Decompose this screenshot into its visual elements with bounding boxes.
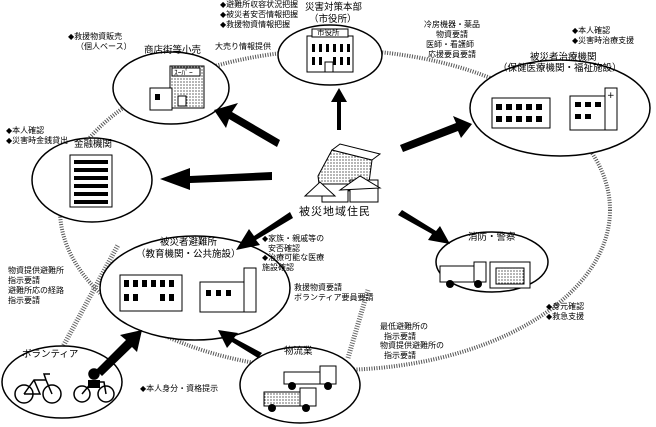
shelter-title: 被災者避難所	[160, 237, 218, 248]
logistics-note-1: 最低避難所の	[380, 322, 428, 331]
hq-subtitle: （市役所）	[309, 14, 357, 25]
medical-title: 被災者治療機関	[530, 52, 597, 63]
medical-in-4: 応援要員要請	[428, 50, 476, 59]
bank-building-icon	[69, 154, 113, 208]
logistics-note-2: 指示要請	[384, 332, 416, 341]
fire-note-2: ◆救急支援	[546, 312, 585, 321]
hq-note-2: ◆被災者安否情報把握	[220, 10, 299, 19]
arrow-to-hq	[331, 88, 347, 130]
shelter-note-3: ◆治療可能な医療	[262, 253, 325, 262]
node-medical-ellipse	[469, 59, 651, 157]
svg-text:+: +	[607, 91, 615, 101]
shelter-note-1: ◆家族・親戚等の	[262, 234, 325, 243]
trucks-icon	[263, 365, 337, 412]
shops-sign: ｽｰﾊﾟｰ	[174, 68, 193, 77]
hq-title: 災害対策本部	[305, 2, 363, 13]
shops-title: 商店街等小売	[144, 45, 202, 56]
hq-sign: 市役所	[317, 28, 340, 37]
shelter-buildings-icon	[119, 267, 257, 313]
bank-note-1: ◆本人確認	[6, 126, 45, 135]
shops-flow-label: 大売り情報提供	[215, 42, 271, 51]
shelter-subtitle: （教育機関・公共施設）	[136, 249, 241, 260]
volunteer-title: ボランティア	[22, 349, 79, 360]
id-presentation-note: ◆本人身分・資格提示	[140, 384, 219, 393]
arrow-to-shelter	[236, 212, 293, 250]
shelter-note-4: 施設確認	[262, 263, 294, 272]
connector-logistics	[345, 289, 371, 359]
arrow-volunteer-to-shelter	[96, 330, 142, 376]
fire-title: 消防・警察	[468, 232, 516, 243]
node-shelter-ellipse	[99, 235, 291, 341]
medical-in-2: 物資要請	[436, 30, 468, 39]
center-houses-illustration	[303, 143, 382, 203]
center-residents-label: 被災地域住民	[299, 205, 371, 218]
flow-arrows	[96, 88, 472, 376]
bank-title: 金融機関	[74, 139, 113, 150]
medical-out-1: ◆本人確認	[572, 26, 611, 35]
bicycle-motorbike-icon	[14, 368, 115, 404]
medical-in-1: 冷房機器・薬品	[424, 20, 480, 29]
clinic-buildings-icon: +	[491, 87, 618, 131]
connector-volunteer	[57, 243, 121, 354]
logistics-note-4: 指示要請	[384, 351, 416, 360]
fire-note-1: ◆身元確認	[546, 302, 585, 311]
shelter-note-2: 安否確認	[268, 244, 300, 253]
volunteer-note-4: 指示要請	[8, 296, 40, 305]
arrow-to-medical	[400, 116, 472, 152]
fire-truck-station-icon	[439, 261, 531, 289]
shops-note-2: （個人ベース）	[76, 42, 132, 51]
volunteer-note-2: 指示要請	[8, 276, 40, 285]
logistics-note-3: 物資提供避難所の	[380, 341, 444, 350]
bank-note-2: ◆災害時金銭貸出	[6, 136, 69, 145]
arrow-to-fire	[398, 210, 450, 244]
medical-out-2: ◆災害時治療支援	[572, 36, 635, 45]
arrow-logistics-to-shelter	[218, 330, 262, 358]
hq-note-1: ◆避難所収容状況把握	[220, 0, 299, 9]
supermarket-building-icon	[149, 65, 205, 111]
arrow-to-bank	[160, 168, 272, 190]
shelter-supply-2: ボランティア要員要請	[294, 293, 374, 302]
city-hall-building-icon	[306, 28, 354, 73]
shops-note-1: ◆救援物資販売	[68, 32, 123, 41]
arrow-to-shops	[214, 103, 280, 147]
volunteer-note-1: 物資提供避難所	[8, 266, 64, 275]
medical-in-3: 医師・看護師	[426, 40, 474, 49]
medical-subtitle: （保健医療機関・福祉施設）	[498, 63, 622, 74]
node-volunteer-ellipse	[1, 345, 123, 419]
node-logistics-ellipse	[239, 346, 361, 424]
logistics-title: 物流業	[284, 346, 313, 357]
shelter-supply-1: 救援物資要請	[294, 283, 342, 292]
volunteer-note-3: 避難所応の経路	[8, 286, 64, 295]
hq-note-3: ◆救援物資情報把握	[220, 20, 291, 29]
